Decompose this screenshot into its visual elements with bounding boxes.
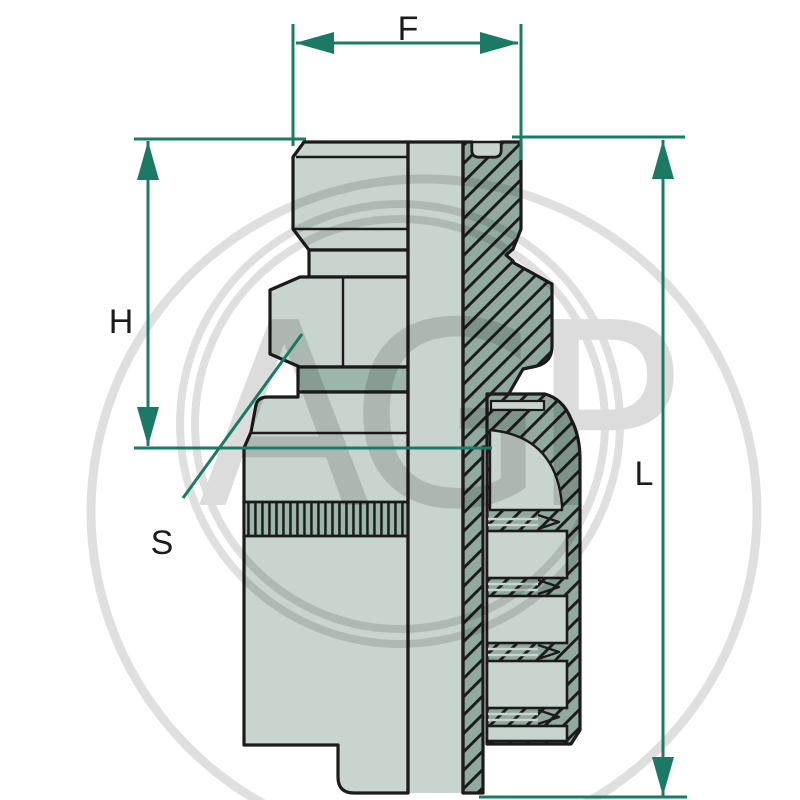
dimension-l-label: L xyxy=(635,455,654,493)
watermark: AGP xyxy=(86,174,762,800)
arrowhead-left-icon xyxy=(295,32,334,54)
dimension-l: L xyxy=(479,135,687,799)
shell-dome-cavity xyxy=(488,428,564,512)
watermark-ring-outer xyxy=(176,200,624,648)
arrowhead-right-icon xyxy=(480,32,519,54)
knurl-band xyxy=(242,500,410,538)
watermark-ring-inner xyxy=(191,215,609,633)
grip-ridge xyxy=(488,643,561,661)
watermark-text: AGP xyxy=(197,269,675,566)
grip-ridge xyxy=(488,708,561,726)
dimension-f-label: F xyxy=(398,10,419,48)
watermark-swoosh-circle xyxy=(86,174,762,800)
bore-column xyxy=(408,142,463,793)
dimension-f: F xyxy=(291,10,523,160)
dimensions: F H L S xyxy=(109,10,687,799)
arrowhead-up-icon xyxy=(137,141,159,180)
thread-top-recess xyxy=(470,140,503,159)
s-leader-line xyxy=(181,333,304,499)
dimension-s: S xyxy=(151,333,304,562)
dimension-h-label: H xyxy=(109,303,134,341)
arrowhead-down-icon xyxy=(137,407,159,446)
fitting-drawing xyxy=(242,140,582,795)
dimension-h: H xyxy=(109,137,492,450)
arrowhead-up-icon xyxy=(652,140,674,179)
fitting-section-half xyxy=(461,140,582,795)
hose-grooves xyxy=(485,529,569,743)
shell-chamfer-facet xyxy=(489,399,546,412)
grip-ridge xyxy=(488,513,561,531)
grip-ridges xyxy=(488,513,561,726)
arrowhead-down-icon xyxy=(652,757,674,796)
dimension-s-label: S xyxy=(151,524,174,562)
